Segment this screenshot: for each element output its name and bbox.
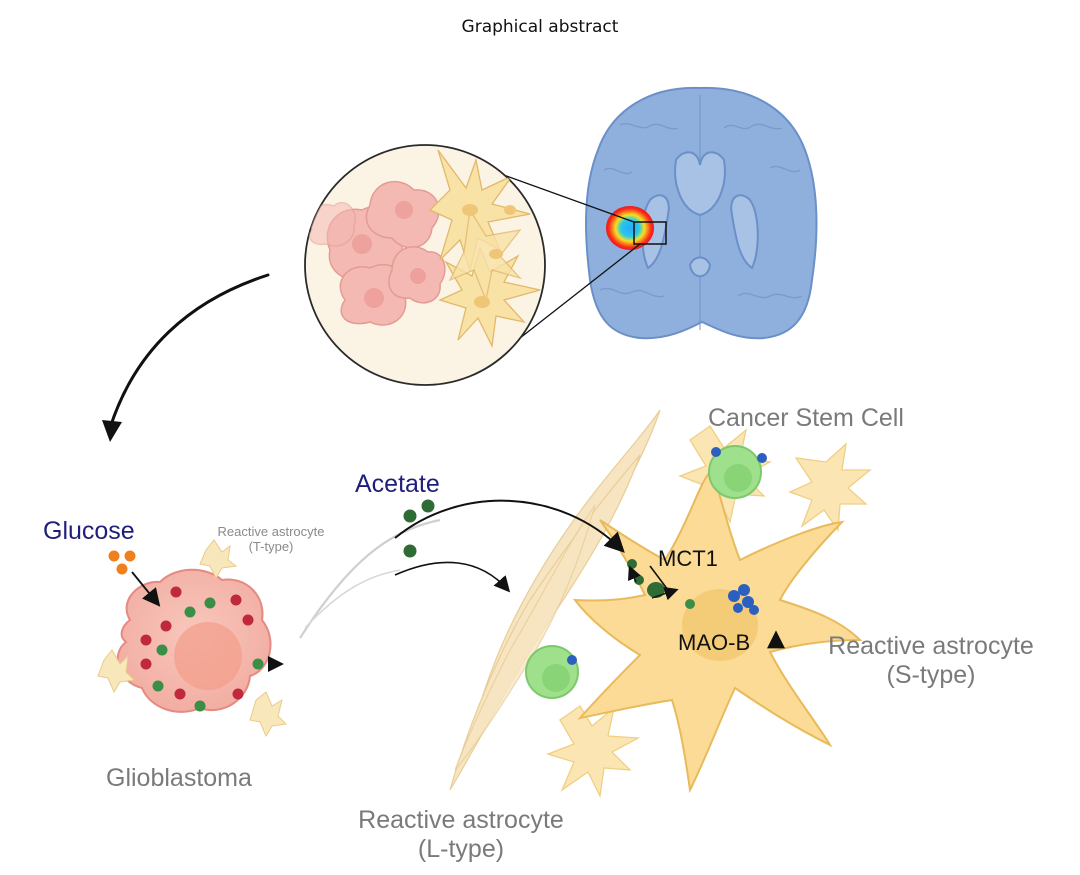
glioblastoma-nucleus	[174, 622, 242, 690]
faded-curve-1	[299, 518, 441, 639]
label-s-type-line2: (S-type)	[886, 660, 976, 689]
faded-curve-2	[304, 569, 401, 629]
label-l-type-line2: (L-type)	[417, 834, 505, 863]
label-reactive-astrocyte-s-type: Reactive astrocyte (S-type)	[806, 632, 1056, 690]
l-type-astrocytes	[449, 409, 661, 791]
magnified-tissue	[304, 144, 546, 386]
t-type-astrocytes	[97, 539, 288, 738]
label-mao-b: MAO-B	[678, 630, 751, 655]
zoom-arrow	[108, 273, 270, 430]
glioblastoma-dots	[140, 586, 264, 712]
cancer-stem-cell-2	[525, 645, 579, 699]
label-glucose: Glucose	[43, 517, 135, 545]
acetate-arrow-to-l-type	[394, 561, 511, 593]
label-t-type-line2: (T-type)	[248, 538, 294, 554]
brain-illustration	[585, 86, 818, 340]
page-title: Graphical abstract	[461, 17, 619, 37]
label-s-type-line1: Reactive astrocyte	[828, 632, 1034, 660]
label-cancer-stem-cell: Cancer Stem Cell	[708, 404, 904, 432]
label-acetate: Acetate	[355, 470, 440, 498]
label-reactive-astrocyte-t-type: Reactive astrocyte (T-type)	[196, 524, 346, 555]
label-mct1: MCT1	[658, 546, 718, 571]
label-reactive-astrocyte-l-type: Reactive astrocyte (L-type)	[330, 806, 592, 864]
mao-b-enzyme	[728, 584, 759, 615]
label-l-type-line1: Reactive astrocyte	[358, 806, 564, 834]
mct1-transporter	[627, 559, 695, 609]
acetate-dots	[403, 499, 435, 558]
acetate-arrow-to-s-type	[394, 499, 625, 553]
glucose-uptake-arrow	[131, 571, 161, 607]
cancer-stem-cell	[708, 445, 767, 499]
glucose-dots	[108, 550, 136, 575]
label-glioblastoma: Glioblastoma	[106, 764, 252, 792]
glioblastoma-export-arrow	[268, 656, 284, 672]
zoom-box	[633, 221, 667, 245]
label-t-type-line1: Reactive astrocyte	[217, 524, 325, 539]
tumor-heatmap	[606, 206, 654, 250]
